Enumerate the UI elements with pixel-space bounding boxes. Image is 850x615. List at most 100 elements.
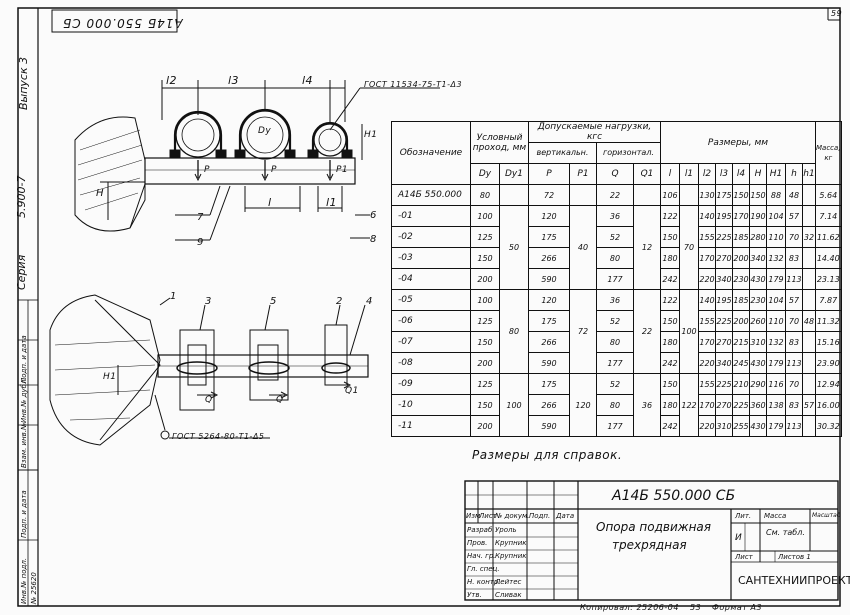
format: Формат А3 — [712, 603, 763, 612]
cell-h1: 138 — [766, 394, 786, 416]
th-q: Q — [596, 163, 634, 185]
cell-h: 57 — [785, 289, 803, 311]
gost-top: ГОСТ 11534-75-Т1-Δ3 — [364, 80, 463, 89]
cell-h1 — [802, 352, 816, 374]
cell-l3: 270 — [715, 331, 733, 353]
cell-h1: 48 — [802, 310, 816, 332]
cell-q: 177 — [596, 268, 634, 290]
cell-l3: 340 — [715, 352, 733, 374]
cell-designation: -02 — [391, 226, 471, 248]
cell-l4: 200 — [732, 310, 750, 332]
cell-mass: 12.94 — [815, 373, 842, 395]
cell-dy1: 50 — [499, 205, 529, 290]
label-l3: l3 — [228, 74, 240, 87]
cell-q: 52 — [596, 310, 634, 332]
cell-h1: 116 — [766, 373, 786, 395]
cell-p: 590 — [528, 268, 570, 290]
cell-designation: -06 — [391, 310, 471, 332]
cell-l2: 155 — [698, 373, 716, 395]
cell-l3: 225 — [715, 373, 733, 395]
cell-dy: 150 — [470, 247, 500, 269]
cell-mass: 14.40 — [815, 247, 842, 269]
cell-mass: 30.32 — [815, 415, 842, 437]
label-H: H — [96, 188, 105, 199]
label-p1: P1 — [336, 165, 349, 175]
tb-role-2: Нач. гр. — [467, 552, 496, 560]
th-designation: Обозначение — [391, 121, 471, 185]
cell-l: 242 — [660, 415, 680, 437]
cell-h: 48 — [785, 184, 803, 206]
th-h1: h1 — [802, 163, 816, 185]
cell-h1: 57 — [802, 394, 816, 416]
tb-name-0: Уроль — [495, 526, 517, 534]
cell-l1 — [679, 184, 699, 206]
cell-h: 113 — [785, 352, 803, 374]
cell-l2: 140 — [698, 289, 716, 311]
cell-mass: 23.13 — [815, 268, 842, 290]
label-dy: Dy — [258, 126, 272, 136]
cell-dy: 125 — [470, 310, 500, 332]
cell-h: 430 — [749, 268, 767, 290]
tb-role-1: Пров. — [467, 539, 488, 547]
cell-h: 70 — [785, 310, 803, 332]
cell-mass: 7.87 — [815, 289, 842, 311]
tb-name-1: Крупник — [495, 539, 527, 547]
cell-h1 — [802, 184, 816, 206]
cell-p: 175 — [528, 226, 570, 248]
cell-dy1: 100 — [499, 373, 529, 437]
tb-lit-val: И — [735, 533, 742, 543]
tb-hdr-date: Дата — [556, 512, 575, 520]
th-p: P — [528, 163, 570, 185]
cell-l2: 155 — [698, 310, 716, 332]
cell-l2: 130 — [698, 184, 716, 206]
cell-h: 230 — [749, 289, 767, 311]
tb-name-1: Опора подвижная — [596, 520, 712, 534]
side-cell-inv-dup: Инв.№ дубл. — [20, 377, 28, 423]
cell-l2: 170 — [698, 247, 716, 269]
th-l4: l4 — [732, 163, 750, 185]
tb-hdr-sign: Подп. — [529, 512, 551, 520]
cell-h1 — [802, 247, 816, 269]
cell-l4: 245 — [732, 352, 750, 374]
side-cell-sign-date-2: Подп. и дата — [20, 335, 28, 383]
label-9: 9 — [197, 237, 204, 248]
th-p1: P1 — [569, 163, 597, 185]
cell-l: 150 — [660, 373, 680, 395]
cell-h1 — [802, 415, 816, 437]
cell-l: 150 — [660, 226, 680, 248]
cell-h: 430 — [749, 415, 767, 437]
tb-scale: Масштаб — [812, 512, 841, 519]
label-q-1: Q — [205, 395, 213, 405]
cell-l: 150 — [660, 310, 680, 332]
cell-l4: 200 — [732, 247, 750, 269]
tb-hdr-izm: Изм — [466, 512, 481, 520]
label-6: 6 — [370, 210, 377, 221]
cell-h1 — [802, 373, 816, 395]
cell-q1: 36 — [633, 373, 661, 437]
cell-l: 242 — [660, 352, 680, 374]
cell-l4: 225 — [732, 394, 750, 416]
th-vertical: вертикальн. — [528, 142, 597, 164]
cell-h: 83 — [785, 331, 803, 353]
tb-role-0: Разраб. — [467, 526, 495, 534]
cell-l2: 220 — [698, 352, 716, 374]
tb-sheets: Листов 1 — [778, 553, 811, 561]
cell-p: 590 — [528, 415, 570, 437]
specification-table: Обозначение Условный проход, мм Допускае… — [391, 121, 842, 437]
cell-l: 180 — [660, 394, 680, 416]
cell-q: 80 — [596, 247, 634, 269]
cell-h: 150 — [749, 184, 767, 206]
cell-dy1: 80 — [499, 289, 529, 374]
label-q-2: Q — [276, 395, 284, 405]
cell-dy: 200 — [470, 268, 500, 290]
cell-h: 113 — [785, 415, 803, 437]
cell-designation: -04 — [391, 268, 471, 290]
cell-q: 52 — [596, 373, 634, 395]
cell-l3: 270 — [715, 394, 733, 416]
cell-l4: 210 — [732, 373, 750, 395]
cell-designation: -07 — [391, 331, 471, 353]
th-horizontal: горизонтал. — [596, 142, 661, 164]
cell-l3: 195 — [715, 289, 733, 311]
